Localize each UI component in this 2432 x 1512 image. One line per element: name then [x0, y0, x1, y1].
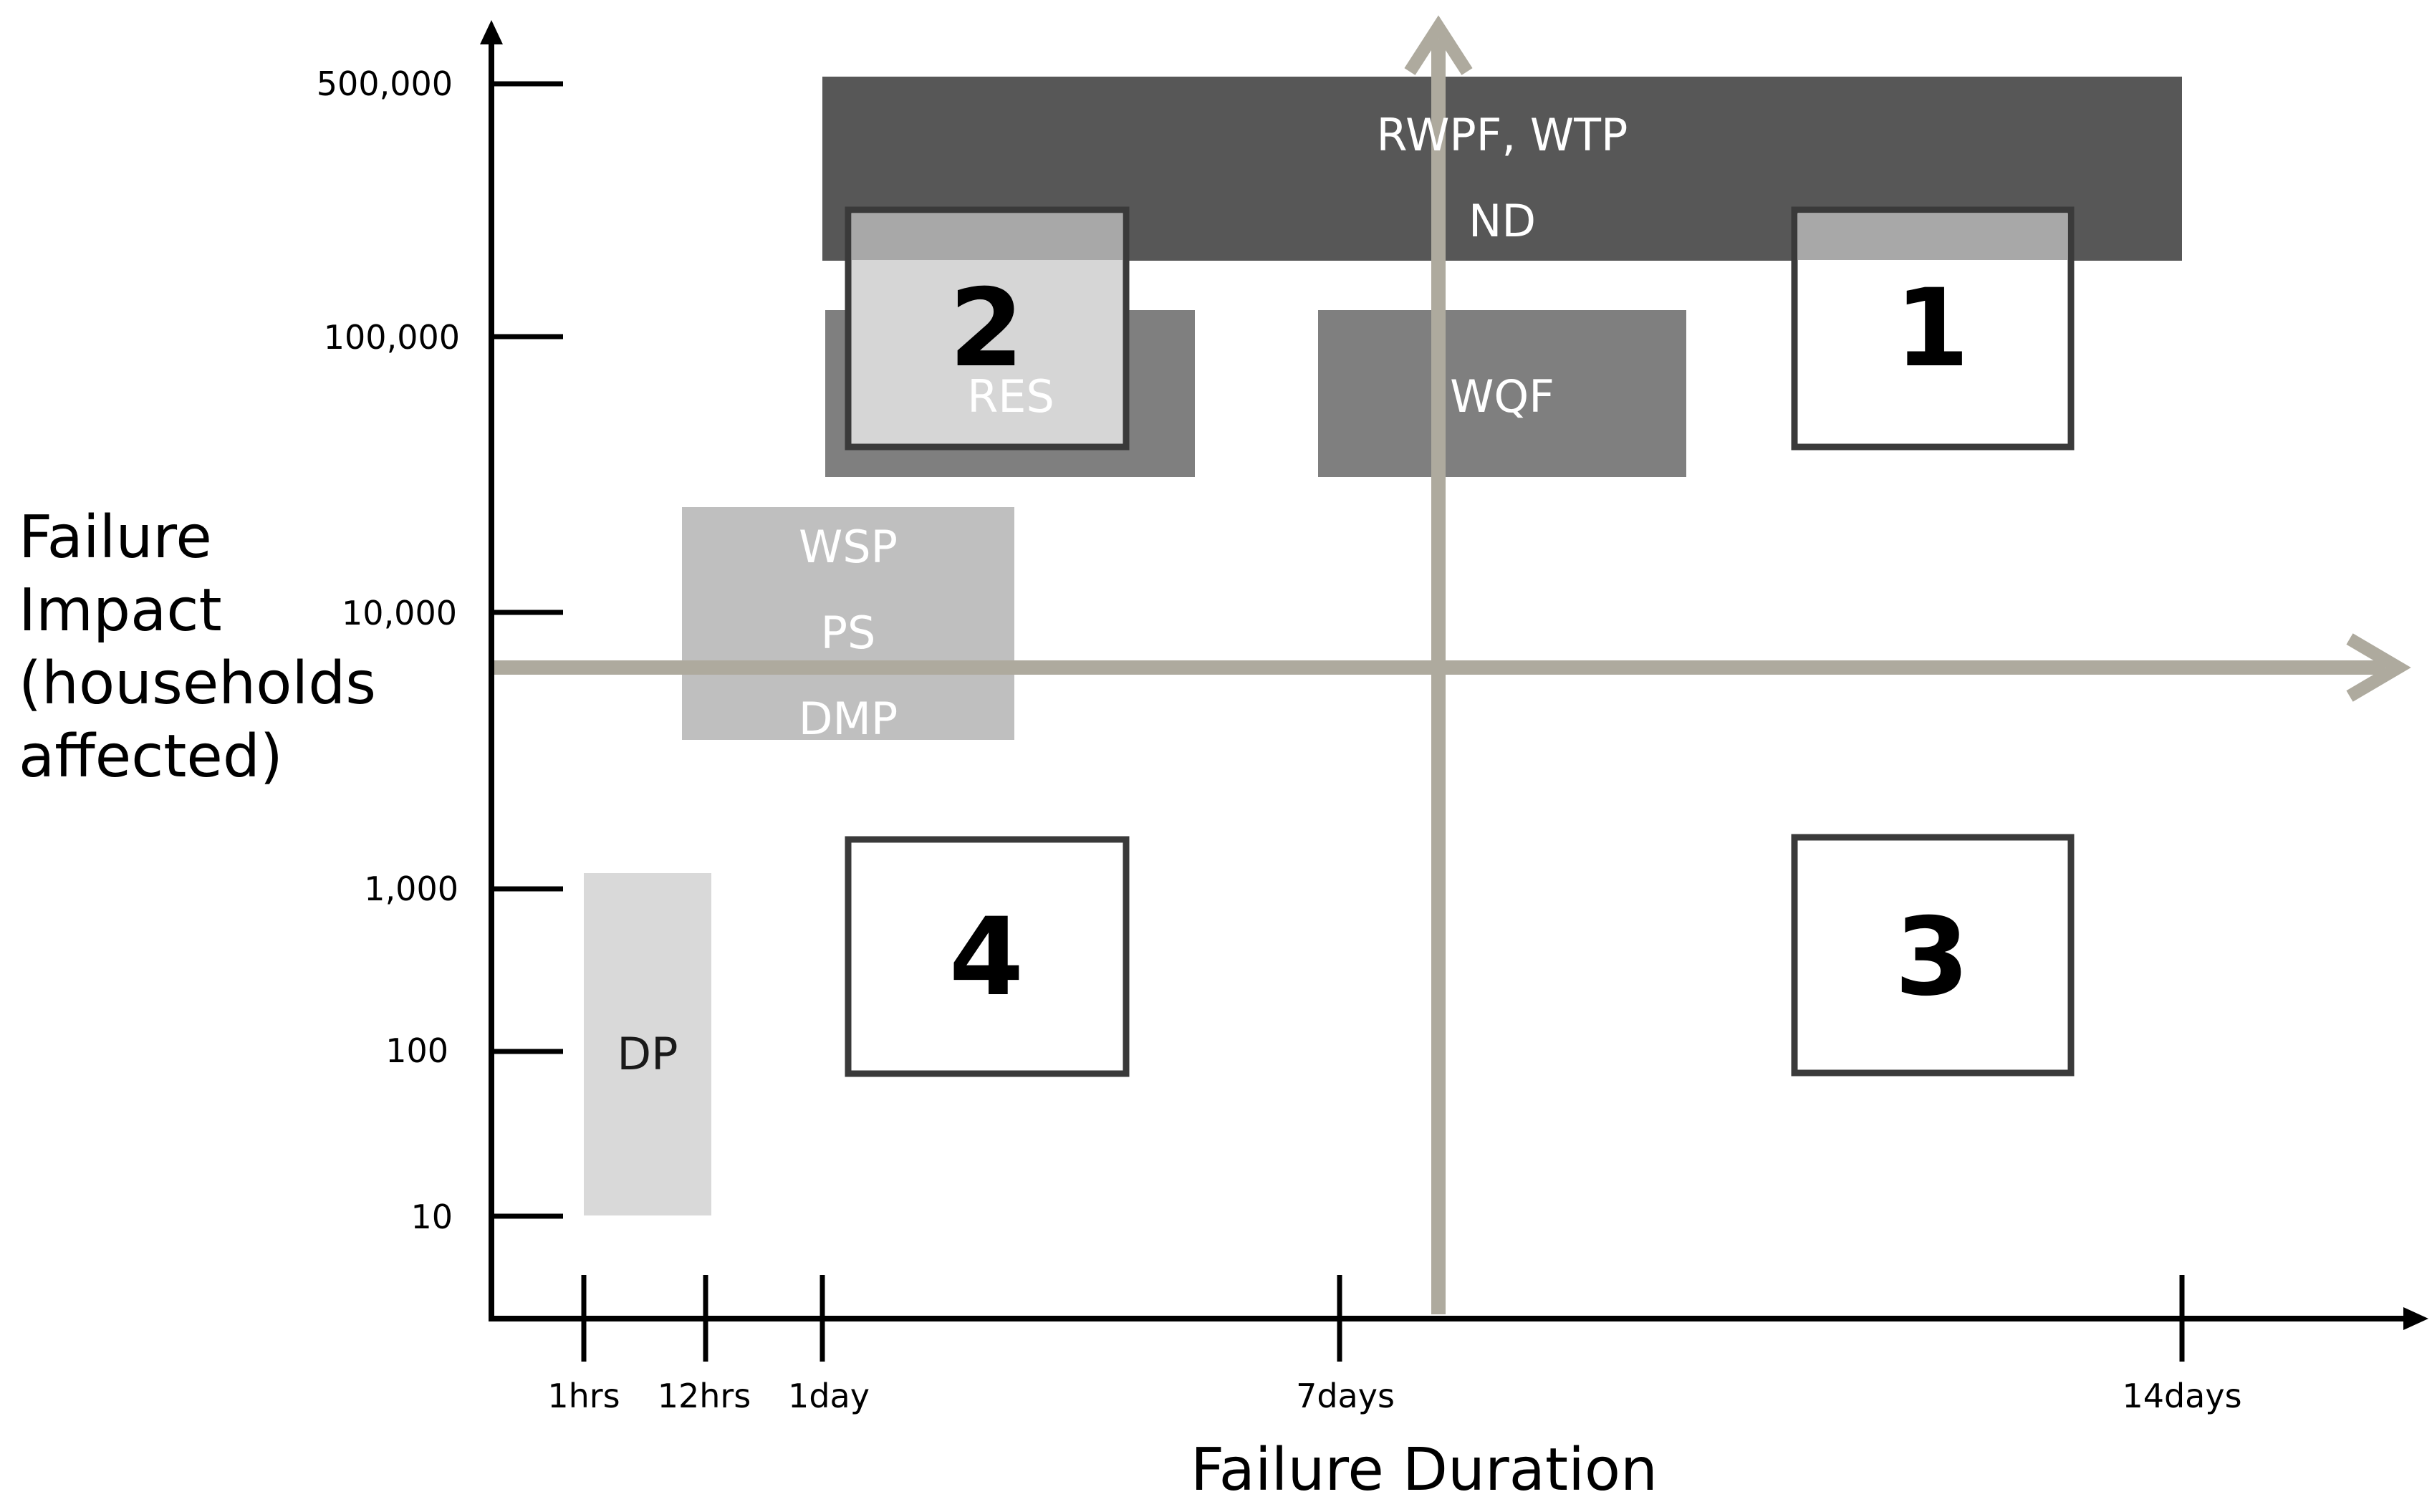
block-dp	[584, 873, 711, 1215]
block-label-nd: ND	[1469, 195, 1536, 247]
block-label-ps: PS	[821, 607, 876, 659]
y-axis-title-line: affected)	[19, 723, 283, 791]
y-tick-label: 1,000	[364, 870, 458, 908]
block-wsp-ps-dmp	[682, 507, 1014, 740]
block-wqf	[1318, 310, 1686, 477]
block-label-wqf: WQF	[1450, 370, 1554, 423]
quadrant-2-shade-band	[852, 213, 1123, 260]
x-axis-arrowhead	[2403, 1307, 2428, 1330]
y-tick-label: 10,000	[342, 594, 457, 632]
block-label-res: RES	[967, 370, 1054, 423]
x-axis-title: Failure Duration	[1191, 1436, 1658, 1504]
y-tick-label: 10	[410, 1198, 453, 1236]
quadrant-1-shade-band	[1798, 213, 2067, 260]
y-axis-title-line: Impact	[19, 577, 222, 645]
quadrant-label-1: 1	[1895, 266, 1969, 391]
y-axis-title-line: Failure	[19, 504, 212, 572]
x-tick-label: 14days	[2122, 1377, 2241, 1415]
quadrant-label-3: 3	[1895, 895, 1969, 1020]
y-tick-label: 500,000	[317, 64, 453, 103]
vertical-divider-arrowhead	[1404, 15, 1473, 75]
x-tick-label: 1day	[788, 1377, 870, 1415]
x-tick-label: 12hrs	[658, 1377, 751, 1415]
block-label-rwpf-wtp: RWPF, WTP	[1377, 109, 1628, 161]
quadrant-3-box	[1791, 834, 2075, 1077]
block-label-dp: DP	[617, 1028, 678, 1080]
quadrant-4-box	[845, 836, 1130, 1077]
quadrant-label-2: 2	[949, 266, 1024, 391]
block-label-dmp: DMP	[799, 693, 898, 745]
x-tick-label: 7days	[1296, 1377, 1395, 1415]
y-axis-title-line: (households	[19, 650, 376, 718]
quadrant-label-4: 4	[949, 895, 1024, 1020]
horizontal-divider-arrowhead	[2346, 633, 2411, 702]
y-tick-label: 100,000	[324, 318, 460, 357]
y-axis-arrowhead	[480, 20, 503, 44]
y-tick-label: 100	[385, 1031, 448, 1070]
block-label-wsp: WSP	[799, 521, 898, 573]
x-tick-label: 1hrs	[547, 1377, 620, 1415]
